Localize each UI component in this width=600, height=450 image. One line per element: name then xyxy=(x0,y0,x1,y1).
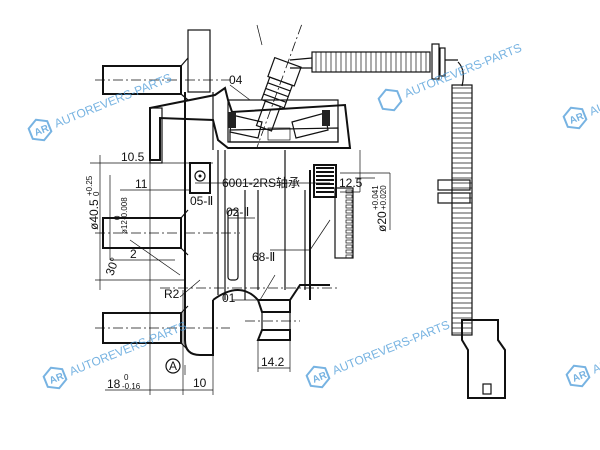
dim-12-5: 12.5 xyxy=(339,176,363,190)
abs-speed-sensor xyxy=(255,24,302,148)
tone-ring-tooth xyxy=(345,229,353,234)
bearing-6001-2rs xyxy=(189,162,211,194)
ar-logo-icon xyxy=(377,88,403,112)
datum-a: A xyxy=(165,358,181,374)
dim-dia-20-lower: +0.020 xyxy=(379,185,388,210)
sensor-connector xyxy=(461,319,506,399)
svg-text:AR: AR xyxy=(568,111,586,127)
tone-ring xyxy=(334,187,354,259)
dim-length-18: 18 0 -0.16 xyxy=(107,373,141,391)
dim-dia-20-upper: +0.041 xyxy=(371,185,380,210)
watermark-center-top: AUTOREVERS-PARTS xyxy=(377,41,524,112)
tapered-bearing xyxy=(228,110,330,141)
hub-flange xyxy=(184,29,214,356)
dim-angle-30: 30° xyxy=(103,255,122,277)
ar-logo-icon xyxy=(27,118,53,142)
tone-ring-tooth xyxy=(345,204,353,209)
ar-logo-icon xyxy=(562,106,588,130)
tone-ring-tooth xyxy=(345,239,353,244)
needle-bearing xyxy=(313,164,337,198)
tone-ring-tooth xyxy=(345,214,353,219)
tone-ring-tooth xyxy=(345,194,353,199)
label-05-ii: 05-Ⅱ xyxy=(190,194,213,208)
dim-dia-40-5: ø40.5 +0.25 0 xyxy=(85,175,101,230)
tone-ring-tooth xyxy=(345,209,353,214)
hub-body-section xyxy=(149,86,352,164)
dim-dia-40-5-value: ø40.5 xyxy=(87,199,101,230)
svg-text:AR: AR xyxy=(33,123,51,139)
datum-a-label: A xyxy=(169,359,177,373)
label-02-ii: 02-Ⅱ xyxy=(226,205,249,219)
dim-dia-12: ø12 0 -0.008 xyxy=(113,197,129,234)
dim-10: 10 xyxy=(193,376,207,390)
label-04: 04 xyxy=(229,73,243,87)
dim-2: 2 xyxy=(130,247,137,261)
label-01: 01 xyxy=(222,291,236,305)
watermark-top-right: AR AUTOREVERS-PARTS xyxy=(562,59,600,130)
dim-10-5: 10.5 xyxy=(121,150,145,164)
watermark-bottom-right: AR AUTOREVERS-PARTS xyxy=(565,317,600,388)
svg-text:AR: AR xyxy=(571,369,589,385)
svg-text:AR: AR xyxy=(311,370,329,386)
svg-text:AR: AR xyxy=(48,371,66,387)
dim-14-2: 14.2 xyxy=(261,355,285,369)
lower-boss-section xyxy=(245,299,300,341)
watermark-text: AUTOREVERS-PARTS xyxy=(590,317,600,377)
tone-ring-tooth xyxy=(345,249,353,254)
dim-dia-12-value: ø12 xyxy=(120,220,129,234)
tone-ring-tooth xyxy=(345,244,353,249)
dim-dia-40-5-lower: 0 xyxy=(92,191,101,196)
label-68-ii: 68-Ⅱ xyxy=(252,250,275,264)
dim-length-18-value: 18 xyxy=(107,377,121,391)
dim-dia-12-lower: -0.008 xyxy=(120,197,129,220)
dim-dia-20: ø20 +0.041 +0.020 xyxy=(371,185,389,232)
label-bearing-6001-2rs: 6001-2RS轴承 xyxy=(222,175,300,190)
watermark-text: AUTOREVERS-PARTS xyxy=(402,41,523,101)
tone-ring-tooth xyxy=(345,189,353,194)
watermark-text: AUTOREVERS-PARTS xyxy=(52,71,173,131)
dim-length-18-upper: 0 xyxy=(124,373,129,382)
watermark-bottom-center: AR AUTOREVERS-PARTS xyxy=(305,318,452,389)
dim-length-18-lower: -0.16 xyxy=(122,382,141,391)
wheel-stud-bottom xyxy=(95,305,230,351)
dimension-lines xyxy=(90,24,391,395)
dim-dia-20-value: ø20 xyxy=(375,211,389,232)
label-r2: R2 xyxy=(164,287,180,301)
dim-dia-12-upper: 0 xyxy=(113,215,122,220)
dim-11: 11 xyxy=(135,177,148,191)
tone-ring-tooth xyxy=(345,224,353,229)
wheel-stud-top xyxy=(95,57,235,101)
watermark-text: AUTOREVERS-PARTS xyxy=(330,318,451,378)
tone-ring-tooth xyxy=(345,254,353,259)
tone-ring-tooth xyxy=(345,199,353,204)
tone-ring-tooth xyxy=(345,219,353,224)
ar-logo-icon xyxy=(305,365,331,389)
ar-logo-icon xyxy=(565,364,591,388)
watermark-top-left: AR AUTOREVERS-PARTS xyxy=(27,71,174,142)
tone-ring-tooth xyxy=(345,234,353,239)
watermark-text: AUTOREVERS-PARTS xyxy=(587,59,600,119)
dim-dia-40-5-upper: +0.25 xyxy=(85,175,94,196)
ar-logo-icon xyxy=(42,366,68,390)
